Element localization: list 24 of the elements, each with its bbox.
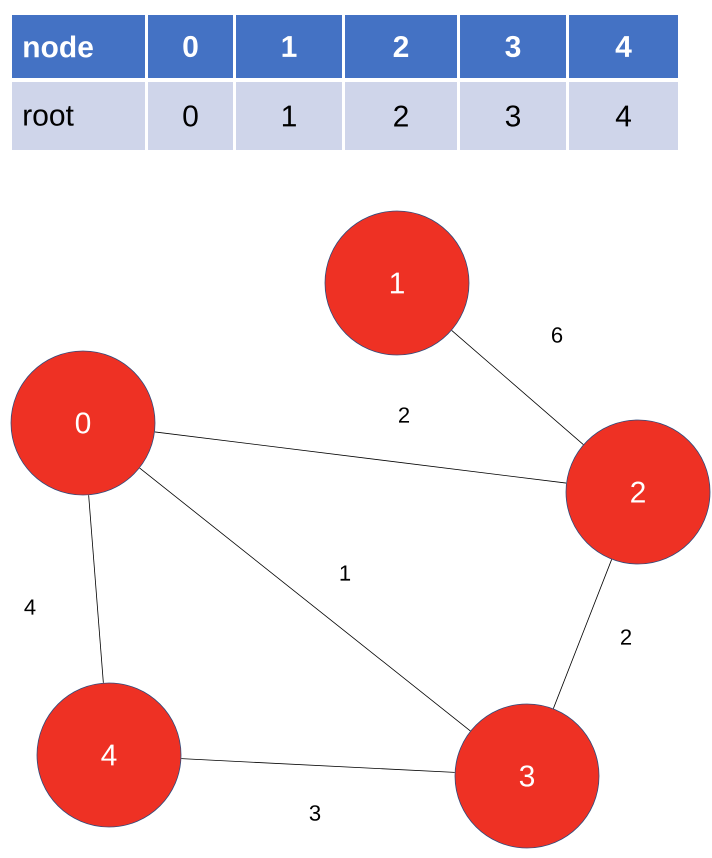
header-cell: 2 (345, 15, 457, 78)
table-cell: 2 (345, 82, 457, 150)
header-cell: 4 (569, 15, 678, 78)
table-cell: 3 (460, 82, 566, 150)
edge-line (139, 468, 471, 732)
edge-line (451, 330, 584, 445)
table-cell: 0 (148, 82, 233, 150)
header-cell: node (12, 15, 145, 78)
table-cell: 4 (569, 82, 678, 150)
edge-label: 1 (338, 564, 352, 582)
edge-line (88, 494, 104, 684)
header-cell: 1 (236, 15, 342, 78)
header-cell: 3 (460, 15, 566, 78)
table-cell: 1 (236, 82, 342, 150)
edge-label: 4 (22, 598, 38, 616)
edge-label: 3 (308, 804, 322, 822)
header-cell: 0 (148, 15, 233, 78)
table-cell: root (12, 82, 145, 150)
edge-label: 6 (550, 326, 564, 344)
edge-label: 2 (396, 406, 412, 424)
edge-line (180, 758, 456, 773)
edge-label: 2 (618, 628, 634, 646)
edge-line (552, 559, 612, 709)
edge-line (154, 432, 567, 484)
